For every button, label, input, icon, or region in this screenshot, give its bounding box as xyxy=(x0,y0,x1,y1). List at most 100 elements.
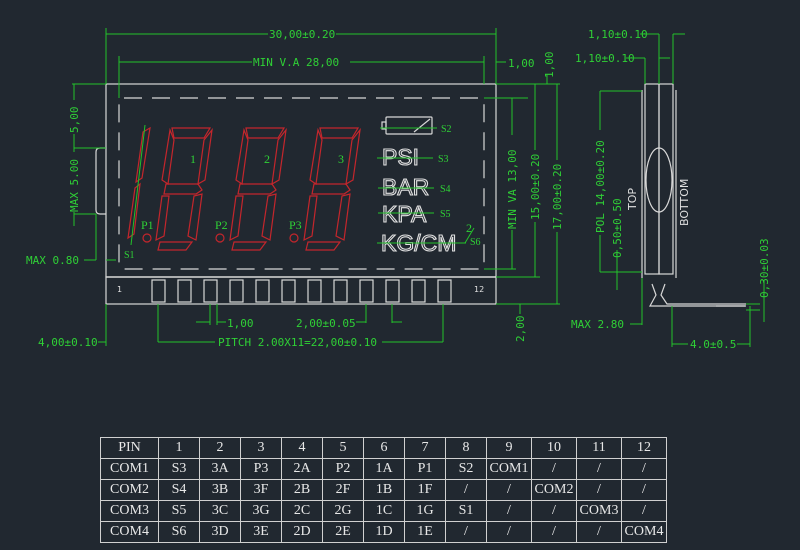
side-top-label: TOP xyxy=(626,188,639,211)
table-cell: / xyxy=(486,479,532,501)
table-cell: COM2 xyxy=(531,479,577,501)
s2-label: S2 xyxy=(441,124,452,135)
decimal-point-1 xyxy=(142,233,152,243)
table-cell: 1 xyxy=(158,437,200,459)
viewing-area xyxy=(118,97,485,270)
digit-segment xyxy=(245,127,286,139)
table-cell: / xyxy=(531,500,577,522)
table-cell: 3 xyxy=(240,437,282,459)
dim-height-overall: 17,00±0.20 xyxy=(551,164,564,230)
table-cell: / xyxy=(621,500,667,522)
leading-one-bottom-segment xyxy=(127,182,141,240)
table-cell: 3D xyxy=(199,521,241,543)
pin xyxy=(177,279,192,303)
table-cell: 2 xyxy=(199,437,241,459)
dim-max-tab: MAX 5.00 xyxy=(68,159,81,212)
digit-segment xyxy=(237,183,277,195)
pin xyxy=(229,279,244,303)
table-cell: 9 xyxy=(486,437,532,459)
pin-1-label: 1 xyxy=(117,285,122,294)
table-cell: 1C xyxy=(363,500,405,522)
dim-glass-bottom: 1,10±0.10 xyxy=(575,52,635,65)
dim-right-offset-v: 1,00 xyxy=(543,52,556,79)
p3-label: P3 xyxy=(289,218,302,232)
table-cell: 3G xyxy=(240,500,282,522)
table-cell: 3C xyxy=(199,500,241,522)
dim-max-depth: MAX 2.80 xyxy=(571,318,624,331)
s1-leader xyxy=(130,124,146,246)
table-cell: P1 xyxy=(404,458,446,480)
table-cell: COM1 xyxy=(486,458,532,480)
digit-segment xyxy=(163,183,203,195)
row-label-cell: COM4 xyxy=(100,521,159,543)
table-cell: 2C xyxy=(281,500,323,522)
table-cell: 3B xyxy=(199,479,241,501)
digit-segment xyxy=(305,241,342,251)
table-cell: S5 xyxy=(158,500,200,522)
table-cell: 1A xyxy=(363,458,405,480)
table-cell: / xyxy=(576,479,622,501)
table-cell: 2F xyxy=(322,479,364,501)
table-cell: 5 xyxy=(322,437,364,459)
digit-segment xyxy=(229,195,244,242)
side-glass-bottom xyxy=(658,83,674,275)
pin xyxy=(281,279,296,303)
pin-12-label: 12 xyxy=(474,285,484,294)
table-cell: / xyxy=(486,521,532,543)
decimal-point-2 xyxy=(215,233,225,243)
unit-kpa: KPA xyxy=(382,201,427,227)
decimal-point-3 xyxy=(289,233,299,243)
table-cell: P2 xyxy=(322,458,364,480)
battery-icon xyxy=(380,116,437,135)
table-cell: / xyxy=(531,521,577,543)
table-cell: 6 xyxy=(363,437,405,459)
digit-2-label: 2 xyxy=(264,152,270,166)
digit-segment xyxy=(231,241,268,251)
table-cell: 10 xyxy=(531,437,577,459)
table-cell: 2A xyxy=(281,458,323,480)
table-cell: 1G xyxy=(404,500,446,522)
dim-pin-length: 4.0±0.5 xyxy=(690,338,736,351)
digit-segment xyxy=(161,127,175,186)
table-cell: 1D xyxy=(363,521,405,543)
s6-leader-diag xyxy=(464,227,475,244)
table-cell: / xyxy=(445,521,487,543)
digit-segment xyxy=(261,193,277,241)
digit-segment xyxy=(319,127,360,139)
dim-overall-width: 30,00±0.20 xyxy=(269,28,335,41)
pin xyxy=(385,279,400,303)
table-cell: / xyxy=(621,479,667,501)
table-cell: / xyxy=(576,458,622,480)
dim-pol-offset: 0,50±0.50 xyxy=(611,198,624,258)
digit-1-label: 1 xyxy=(190,152,196,166)
pin xyxy=(411,279,426,303)
unit-psi: PSI xyxy=(382,144,419,170)
table-cell: 12 xyxy=(621,437,667,459)
dim-min-va-width: MIN V.A 28,00 xyxy=(253,56,339,69)
table-cell: / xyxy=(531,458,577,480)
pin xyxy=(255,279,270,303)
row-label-cell: COM2 xyxy=(100,479,159,501)
pin xyxy=(307,279,322,303)
unit-bar: BAR xyxy=(382,174,429,200)
pin-row-outline xyxy=(105,276,497,305)
table-cell: / xyxy=(576,521,622,543)
side-bottom-label: BOTTOM xyxy=(678,179,691,226)
unit-kgcm2-superscript: 2 xyxy=(466,221,472,235)
side-ellipse xyxy=(645,147,673,213)
left-tab xyxy=(95,147,106,215)
table-cell: P3 xyxy=(240,458,282,480)
digit-segment xyxy=(235,127,249,186)
dim-pin-width: 1,00 xyxy=(227,317,254,330)
leading-one-top-segment xyxy=(135,126,151,184)
table-cell: S2 xyxy=(445,458,487,480)
pin xyxy=(437,279,452,303)
dim-pin-start: 4,00±0.10 xyxy=(38,336,98,349)
pin xyxy=(359,279,374,303)
digit-segment xyxy=(187,193,203,241)
dim-min-va-height: MIN VA 13,00 xyxy=(506,150,519,229)
